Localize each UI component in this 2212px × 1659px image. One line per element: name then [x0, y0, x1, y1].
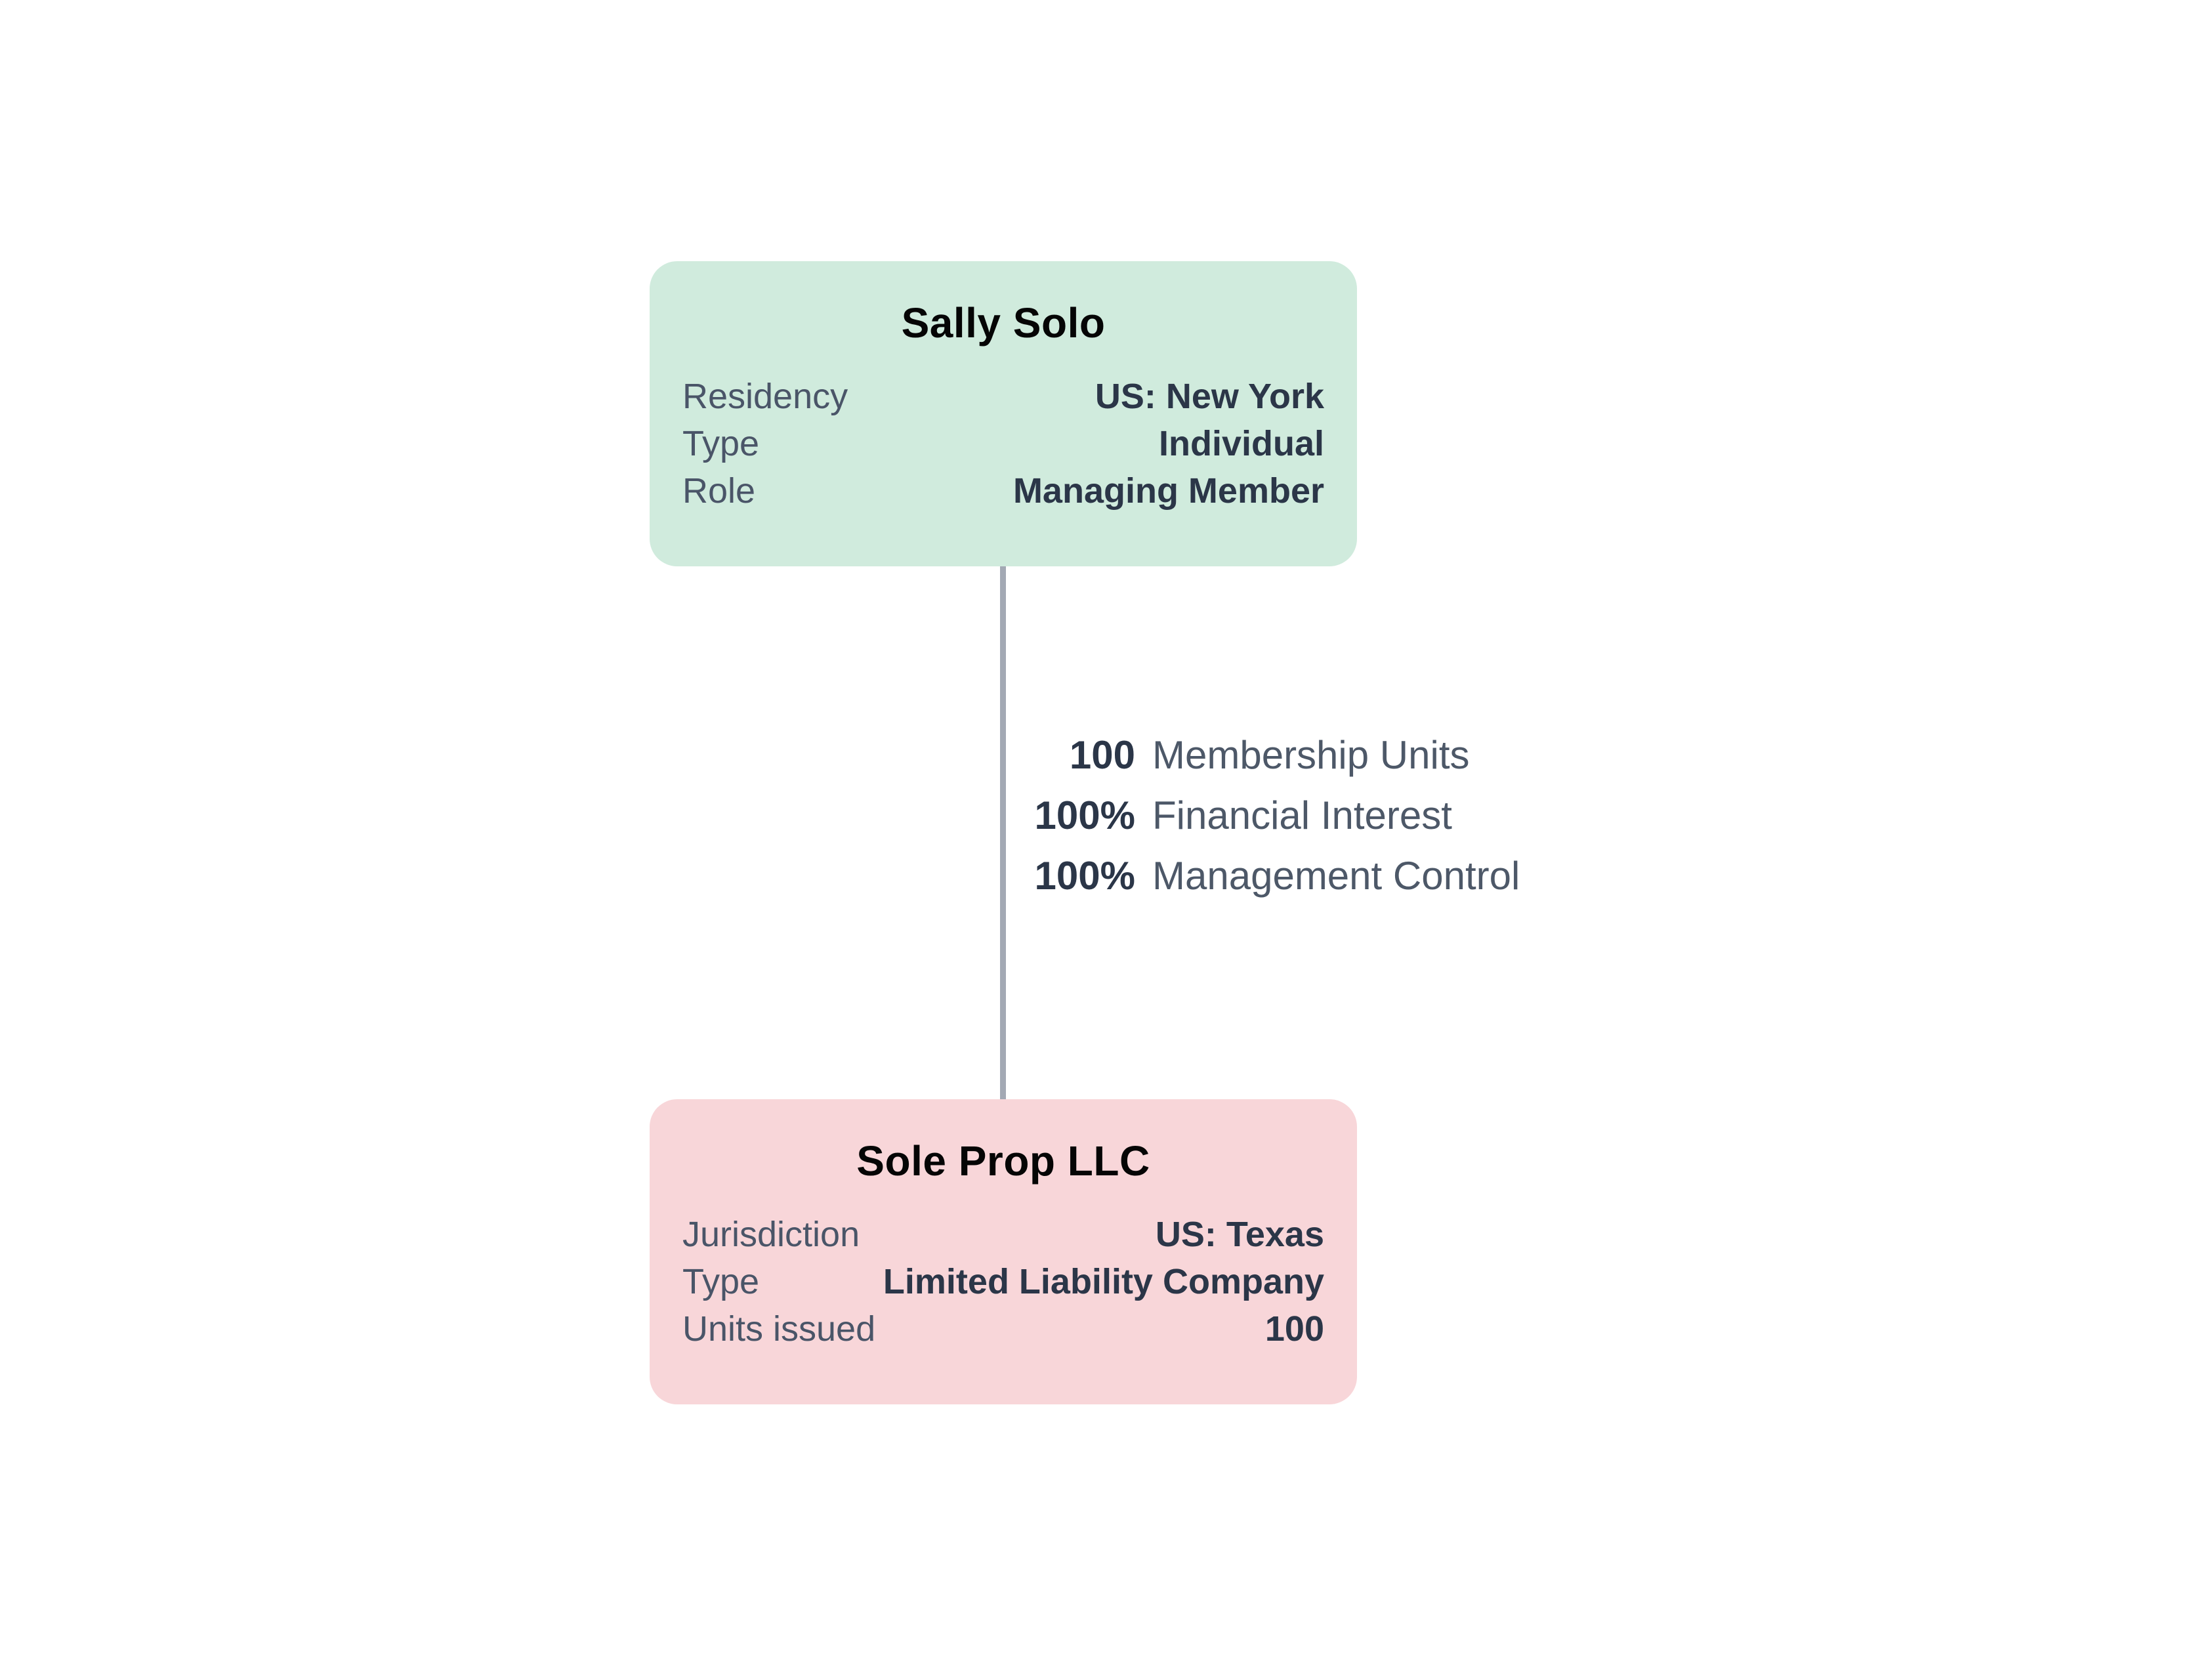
edge-label-text: Financial Interest [1152, 793, 1452, 837]
edge-label-text: Management Control [1152, 854, 1520, 898]
field-label: Type [682, 1262, 760, 1301]
edge-label-value: 100% [1034, 854, 1135, 898]
edge-label-value: 100% [1034, 793, 1135, 837]
edge-label-row-management-control: 100% Management Control [1011, 846, 1520, 906]
field-row-type: Type Individual [682, 420, 1324, 467]
field-value: 100 [1264, 1309, 1324, 1349]
field-value: Limited Liability Company [883, 1262, 1324, 1301]
field-label: Residency [682, 377, 848, 416]
node-sole-prop-llc[interactable]: Sole Prop LLC Jurisdiction US: Texas Typ… [650, 1099, 1357, 1404]
edge-labels: 100 Membership Units 100% Financial Inte… [1011, 725, 1520, 906]
node-title-sole-prop-llc: Sole Prop LLC [856, 1137, 1150, 1185]
field-label: Type [682, 424, 760, 463]
edge-label-row-financial-interest: 100% Financial Interest [1011, 786, 1520, 846]
field-value: US: Texas [1155, 1215, 1324, 1254]
node-title-sally-solo: Sally Solo [901, 299, 1106, 346]
node-sally-solo[interactable]: Sally Solo Residency US: New York Type I… [650, 261, 1357, 566]
edge-label-value: 100 [1069, 733, 1135, 777]
field-value: Individual [1158, 424, 1324, 463]
field-row-residency: Residency US: New York [682, 373, 1324, 420]
node-fields: Jurisdiction US: Texas Type Limited Liab… [682, 1211, 1324, 1353]
edge-label-row-membership-units: 100 Membership Units [1011, 725, 1520, 786]
edge-connector-line [1000, 566, 1006, 1099]
field-value: Managing Member [1012, 471, 1324, 511]
field-label: Units issued [682, 1309, 876, 1349]
field-row-role: Role Managing Member [682, 467, 1324, 514]
field-row-jurisdiction: Jurisdiction US: Texas [682, 1211, 1324, 1258]
field-row-units-issued: Units issued 100 [682, 1305, 1324, 1353]
field-label: Role [682, 471, 756, 511]
node-fields: Residency US: New York Type Individual R… [682, 373, 1324, 514]
field-value: US: New York [1095, 377, 1324, 416]
field-row-type: Type Limited Liability Company [682, 1258, 1324, 1305]
field-label: Jurisdiction [682, 1215, 860, 1254]
edge-label-text: Membership Units [1152, 733, 1470, 777]
